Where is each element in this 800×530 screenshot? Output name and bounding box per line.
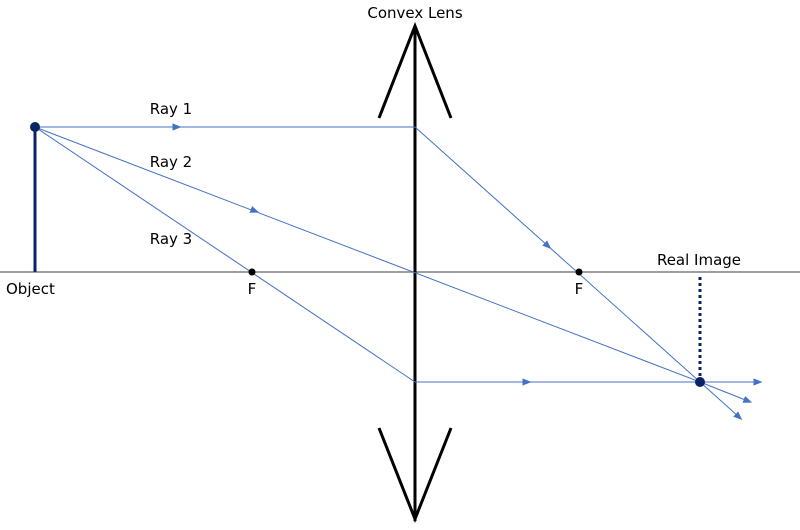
ray-3-label: Ray 3 — [150, 230, 192, 248]
convex-lens — [377, 21, 453, 524]
ray-3 — [34, 126, 763, 386]
lens-label: Convex Lens — [367, 4, 462, 22]
focal-left-label: F — [248, 280, 257, 298]
lens-top-arrowhead — [377, 21, 453, 119]
ray-2-label: Ray 2 — [150, 153, 192, 171]
ray-3-incident — [34, 126, 416, 383]
ray-1 — [35, 123, 743, 421]
lens-bottom-arrowhead — [377, 427, 453, 524]
real-image-label: Real Image — [657, 251, 741, 269]
ray-2 — [34, 126, 753, 403]
ray-1-refracted — [414, 126, 701, 383]
object-point — [30, 122, 40, 132]
ray-2-line — [34, 126, 701, 383]
ray-1-continued — [699, 381, 743, 421]
ray-1-label: Ray 1 — [150, 100, 192, 118]
object-label: Object — [6, 280, 55, 298]
focal-right-label: F — [575, 280, 584, 298]
focal-point-right — [575, 268, 583, 276]
focal-point-left — [248, 268, 256, 276]
ray-2-continued — [699, 381, 753, 403]
real-image-point — [695, 377, 705, 387]
